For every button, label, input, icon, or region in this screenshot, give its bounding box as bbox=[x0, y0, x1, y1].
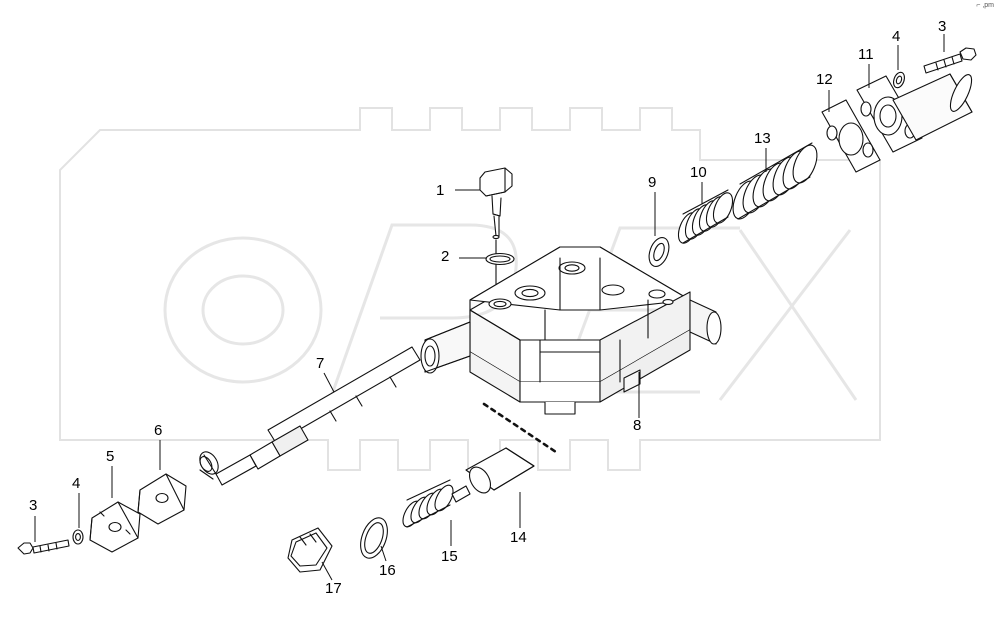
callout-5: 5 bbox=[106, 448, 115, 465]
watermark-opex bbox=[59, 107, 881, 471]
part-10-spring-inner bbox=[677, 189, 734, 244]
part-14-sleeve-plug bbox=[465, 447, 535, 494]
callout-17: 17 bbox=[325, 580, 342, 597]
corner-mark: ⌐ ,pm bbox=[976, 2, 994, 9]
part-3-bolt-lower bbox=[17, 539, 70, 555]
callout-2: 2 bbox=[441, 248, 450, 265]
callout-8: 8 bbox=[633, 417, 642, 434]
part-11-end-cap bbox=[856, 73, 973, 153]
part-4-washer-lower bbox=[72, 529, 84, 545]
dotted-reference-line bbox=[482, 402, 558, 454]
part-16-o-ring bbox=[360, 517, 388, 559]
callout-11: 11 bbox=[858, 46, 874, 63]
callout-3-bottom: 3 bbox=[29, 497, 38, 514]
part-13-spring-outer bbox=[732, 142, 818, 220]
callout-leader-lines bbox=[34, 34, 945, 581]
callout-15: 15 bbox=[441, 548, 458, 565]
part-8-valve-body bbox=[420, 246, 722, 415]
callout-13: 13 bbox=[754, 130, 771, 147]
callout-7: 7 bbox=[316, 355, 325, 372]
callout-1: 1 bbox=[436, 182, 445, 199]
part-4-washer-upper bbox=[893, 71, 905, 89]
callout-4-bottom: 4 bbox=[72, 475, 81, 492]
part-6-flange-plate bbox=[137, 473, 187, 525]
callout-3-top: 3 bbox=[938, 18, 947, 35]
callout-10: 10 bbox=[690, 164, 707, 181]
callout-14: 14 bbox=[510, 529, 527, 546]
part-15-spring-small bbox=[402, 479, 471, 528]
callout-4-top: 4 bbox=[892, 28, 901, 45]
callout-9: 9 bbox=[648, 174, 657, 191]
callout-16: 16 bbox=[379, 562, 396, 579]
part-17-cap-plug bbox=[287, 527, 333, 573]
part-7-valve-spool bbox=[199, 346, 421, 486]
part-12-gasket-flange bbox=[821, 99, 881, 173]
part-5-cover-plate bbox=[89, 501, 141, 553]
callout-12: 12 bbox=[816, 71, 833, 88]
callout-6: 6 bbox=[154, 422, 163, 439]
part-3-bolt-upper bbox=[923, 47, 977, 74]
part-9-washer-ring bbox=[648, 237, 670, 267]
part-2-o-ring-seal bbox=[485, 252, 515, 266]
